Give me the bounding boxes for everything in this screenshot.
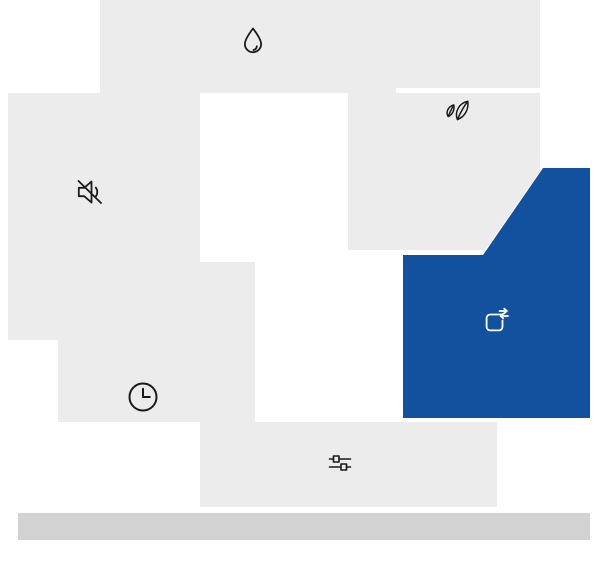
remote-connect-icon (485, 307, 509, 332)
eco-leaves-icon (446, 100, 469, 121)
clock-icon (128, 382, 158, 412)
sliders-icon (328, 455, 352, 471)
sound-off-icon (77, 180, 102, 204)
tile-clock[interactable] (58, 262, 255, 422)
tile-settings[interactable] (200, 422, 497, 507)
scroll-indicator[interactable] (18, 513, 590, 540)
water-drop-icon (244, 27, 262, 54)
tile-water[interactable] (100, 0, 540, 88)
tile-water-extension (100, 88, 396, 93)
